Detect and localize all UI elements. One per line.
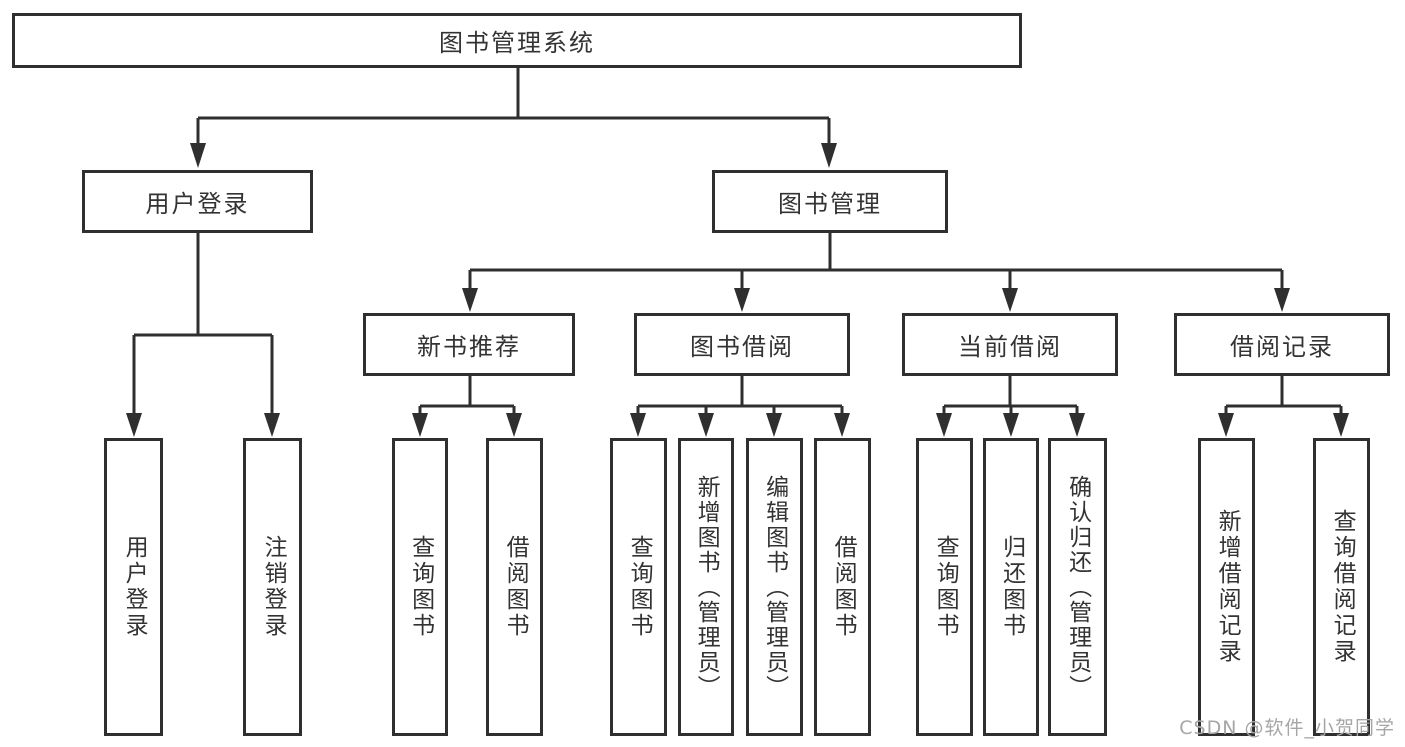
leaf-borrow-query-books: 查询图书 <box>610 438 667 736</box>
node-label: 图书管理系统 <box>439 29 595 57</box>
node-root-system: 图书管理系统 <box>12 13 1022 68</box>
node-book-management: 图书管理 <box>712 170 948 233</box>
leaf-label: 查询借阅记录 <box>1329 509 1356 665</box>
leaf-label: 编辑图书（管理员） <box>761 474 788 700</box>
leaf-current-return-books: 归还图书 <box>983 438 1039 736</box>
leaf-label: 归还图书 <box>998 535 1025 639</box>
leaf-label: 查询图书 <box>932 535 959 639</box>
leaf-current-query-books: 查询图书 <box>916 438 973 736</box>
node-book-borrowing: 图书借阅 <box>634 313 850 376</box>
node-current-borrowing: 当前借阅 <box>902 313 1118 376</box>
leaf-borrow-edit-books-admin: 编辑图书（管理员） <box>746 438 803 736</box>
leaf-label: 查询图书 <box>407 535 434 639</box>
leaf-user-login: 用户登录 <box>104 438 163 736</box>
leaf-records-add-record: 新增借阅记录 <box>1198 438 1255 736</box>
leaf-label: 借阅图书 <box>502 535 529 639</box>
leaf-current-confirm-return-admin: 确认归还（管理员） <box>1048 438 1107 736</box>
node-label: 图书管理 <box>778 190 882 218</box>
leaf-label: 确认归还（管理员） <box>1064 474 1091 700</box>
node-label: 图书借阅 <box>690 333 794 361</box>
leaf-records-query-record: 查询借阅记录 <box>1313 438 1370 736</box>
leaf-newbooks-query-books: 查询图书 <box>392 438 448 736</box>
leaf-newbooks-borrow-books: 借阅图书 <box>486 438 543 736</box>
node-user-login: 用户登录 <box>82 170 313 233</box>
leaf-label: 新增图书（管理员） <box>693 474 720 700</box>
node-new-book-recommend: 新书推荐 <box>363 313 575 376</box>
node-borrowing-records: 借阅记录 <box>1174 313 1390 376</box>
leaf-borrow-add-books-admin: 新增图书（管理员） <box>678 438 734 736</box>
node-label: 用户登录 <box>145 190 250 218</box>
leaf-label: 查询图书 <box>626 535 653 639</box>
leaf-label: 注销登录 <box>260 535 287 639</box>
leaf-borrow-borrow-books: 借阅图书 <box>814 438 871 736</box>
leaf-label: 新增借阅记录 <box>1214 509 1241 665</box>
node-label: 新书推荐 <box>417 333 521 361</box>
leaf-logout: 注销登录 <box>243 438 302 736</box>
node-label: 当前借阅 <box>958 333 1062 361</box>
leaf-label: 借阅图书 <box>830 535 857 639</box>
leaf-label: 用户登录 <box>121 535 148 639</box>
node-label: 借阅记录 <box>1230 333 1334 361</box>
